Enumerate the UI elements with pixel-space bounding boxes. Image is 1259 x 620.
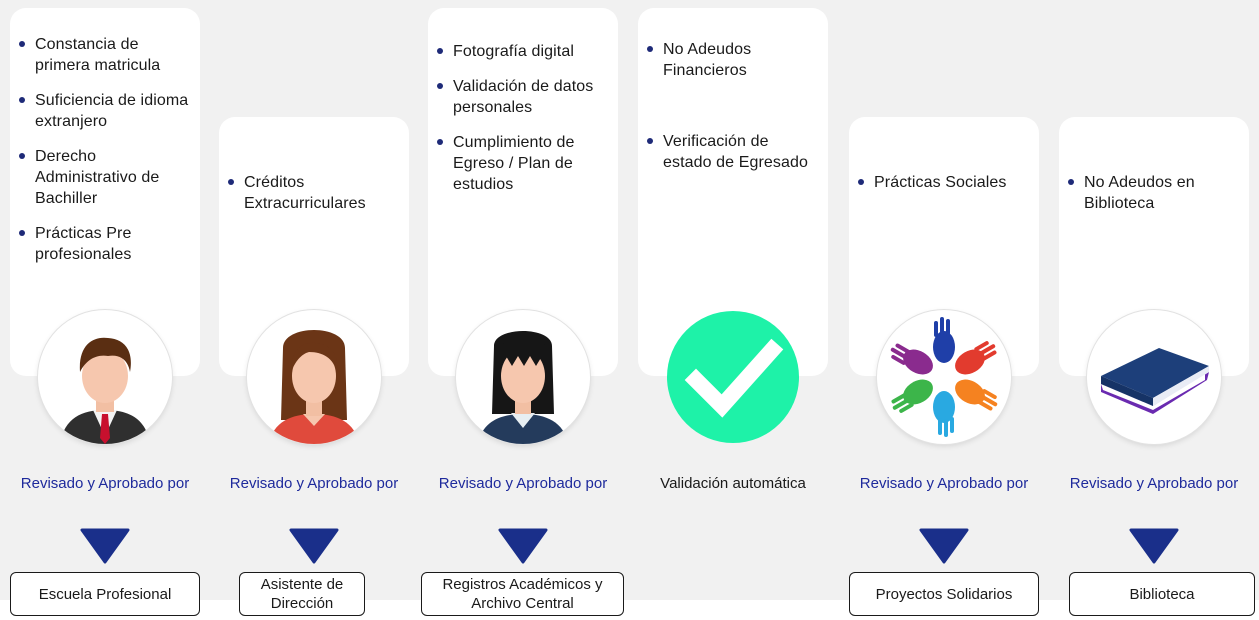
requirements-list: Fotografía digital Validación de datos p… (428, 41, 618, 209)
book-icon (1087, 310, 1221, 444)
validation-caption: Validación automática (660, 475, 806, 492)
female-assistant-icon (247, 310, 381, 444)
approver-label: Asistente de Dirección (239, 572, 365, 616)
approver-label: Proyectos Solidarios (849, 572, 1039, 616)
approval-caption: Revisado y Aprobado por (20, 475, 190, 492)
list-item: Validación de datos personales (437, 76, 608, 118)
list-item: Prácticas Sociales (858, 172, 1029, 193)
column-registros: Fotografía digital Validación de datos p… (421, 0, 624, 620)
approver-label: Registros Académicos y Archivo Central (421, 572, 624, 616)
helping-hands-icon (877, 310, 1011, 444)
list-item: Fotografía digital (437, 41, 608, 62)
list-item: Derecho Administrativo de Bachiller (19, 146, 190, 209)
approval-caption: Revisado y Aprobado por (229, 475, 399, 492)
requirements-list: Prácticas Sociales (849, 172, 1039, 207)
list-item: Cumplimiento de Egreso / Plan de estudio… (437, 132, 608, 195)
requirements-card: Constancia de primera matricula Suficien… (10, 8, 200, 376)
male-officer-icon (38, 310, 172, 444)
arrow-down-icon (80, 528, 130, 564)
approver-label: Biblioteca (1069, 572, 1255, 616)
female-registrar-icon (456, 310, 590, 444)
list-item: Suficiencia de idioma extranjero (19, 92, 189, 130)
arrow-down-icon (919, 528, 969, 564)
approval-caption: Revisado y Aprobado por (438, 475, 608, 492)
approval-caption: Revisado y Aprobado por (859, 475, 1029, 492)
arrow-down-icon (289, 528, 339, 564)
requirements-list: No Adeudos Financieros Verificación de e… (638, 39, 828, 187)
list-item: Constancia de primera matricula (19, 34, 190, 76)
requirements-list: Constancia de primera matricula Suficien… (10, 34, 200, 279)
approver-label: Escuela Profesional (10, 572, 200, 616)
arrow-down-icon (498, 528, 548, 564)
list-item: No Adeudos Financieros (647, 39, 818, 81)
column-proyectos: Prácticas Sociales Revisado y Aprobado p… (849, 0, 1039, 620)
checkmark-icon (666, 310, 800, 444)
list-item: Verificación de estado de Egresado (647, 131, 818, 173)
column-escuela: Constancia de primera matricula Suficien… (10, 0, 200, 620)
column-asistente: Créditos Extracurriculares Revisado y Ap… (219, 0, 409, 620)
list-item: Créditos Extracurriculares (228, 172, 399, 214)
arrow-down-icon (1129, 528, 1179, 564)
list-item: Prácticas Pre profesionales (19, 223, 190, 265)
requirements-list: Créditos Extracurriculares (219, 172, 409, 228)
list-item: No Adeudos en Biblioteca (1068, 172, 1239, 214)
approval-caption: Revisado y Aprobado por (1069, 475, 1239, 492)
column-validacion: No Adeudos Financieros Verificación de e… (638, 0, 828, 620)
background-strip (0, 0, 1259, 600)
requirements-list: No Adeudos en Biblioteca (1059, 172, 1249, 228)
column-biblioteca: No Adeudos en Biblioteca Revisado y Apro… (1059, 0, 1255, 620)
